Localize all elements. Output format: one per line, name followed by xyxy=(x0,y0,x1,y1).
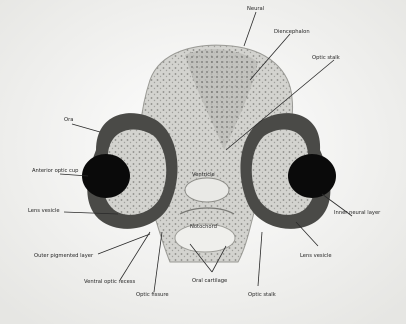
label-upper-right: Optic stalk xyxy=(312,55,340,61)
label-bottom-left-a: Ventral optic recess xyxy=(84,279,135,285)
label-right-lower-b: Inner neural layer xyxy=(334,210,381,216)
ventricle xyxy=(185,178,229,202)
right-lens xyxy=(288,154,336,198)
label-neural: Neural xyxy=(247,6,264,12)
label-center-upper: Ventricle xyxy=(192,172,215,178)
label-left-lens: Lens vesicle xyxy=(28,208,60,214)
label-center-lower: Notochord xyxy=(190,224,217,230)
label-left-lower: Outer pigmented layer xyxy=(34,253,94,259)
label-left-eye: Anterior optic cup xyxy=(32,168,79,174)
label-bottom-left-b: Optic fissure xyxy=(136,292,169,298)
label-right-lower-a: Lens vesicle xyxy=(300,253,332,259)
label-bottom-center: Oral cartilage xyxy=(192,278,227,284)
label-diencephalon: Diencephalon xyxy=(274,29,310,35)
left-lens xyxy=(82,154,130,198)
label-bottom-right: Optic stalk xyxy=(248,292,276,298)
label-ora: Ora xyxy=(64,117,73,123)
